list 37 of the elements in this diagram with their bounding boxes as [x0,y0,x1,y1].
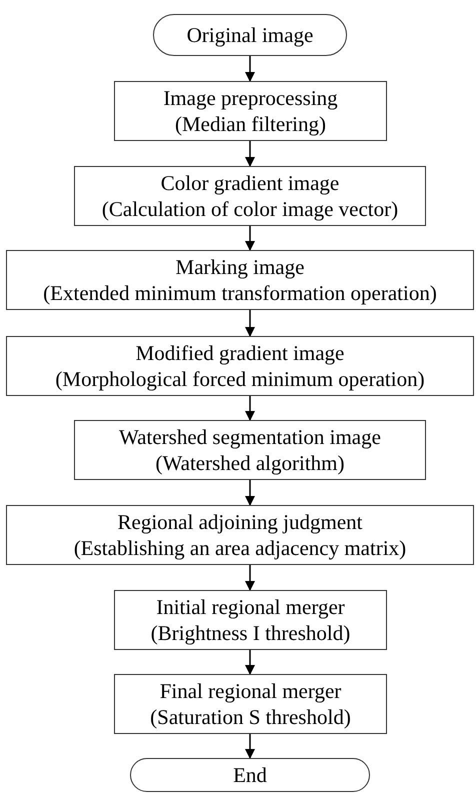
arrow [245,310,255,337]
process-box [6,250,474,310]
step-title: Initial regional merger [156,594,345,620]
step-detail: (Calculation of color image vector) [102,196,398,222]
arrow [245,650,255,675]
step-detail: (Saturation S threshold) [150,704,351,730]
step-title: Marking image [176,254,304,280]
process-box [74,166,426,226]
step-title: Modified gradient image [136,340,344,366]
step-detail: (Morphological forced minimum operation) [55,366,425,392]
process-box [114,81,387,141]
process-box [6,336,474,396]
step-detail: (Extended minimum transformation operation) [43,280,437,306]
arrow [245,480,255,506]
step-detail: (Median filtering) [174,111,326,137]
step-title: Image preprocessing [163,85,338,111]
step-title: Original image [186,22,314,48]
process-box [114,590,387,650]
arrow [245,141,255,167]
step-detail: (Establishing an area adjacency matrix) [74,535,406,561]
process-box [114,674,387,734]
arrow [245,226,255,251]
process-box [74,420,426,480]
arrow [245,396,255,421]
step-title: End [233,762,267,788]
step-title: Regional adjoining judgment [118,509,362,535]
step-title: Final regional merger [160,678,342,704]
terminal-node [130,758,370,792]
arrow [245,734,255,759]
process-box [6,505,474,565]
arrow [245,565,255,591]
step-detail: (Watershed algorithm) [156,450,344,476]
arrow [245,56,255,82]
step-detail: (Brightness I threshold) [150,620,350,646]
step-title: Color gradient image [160,170,340,196]
terminal-node [153,14,347,56]
step-title: Watershed segmentation image [119,424,381,450]
